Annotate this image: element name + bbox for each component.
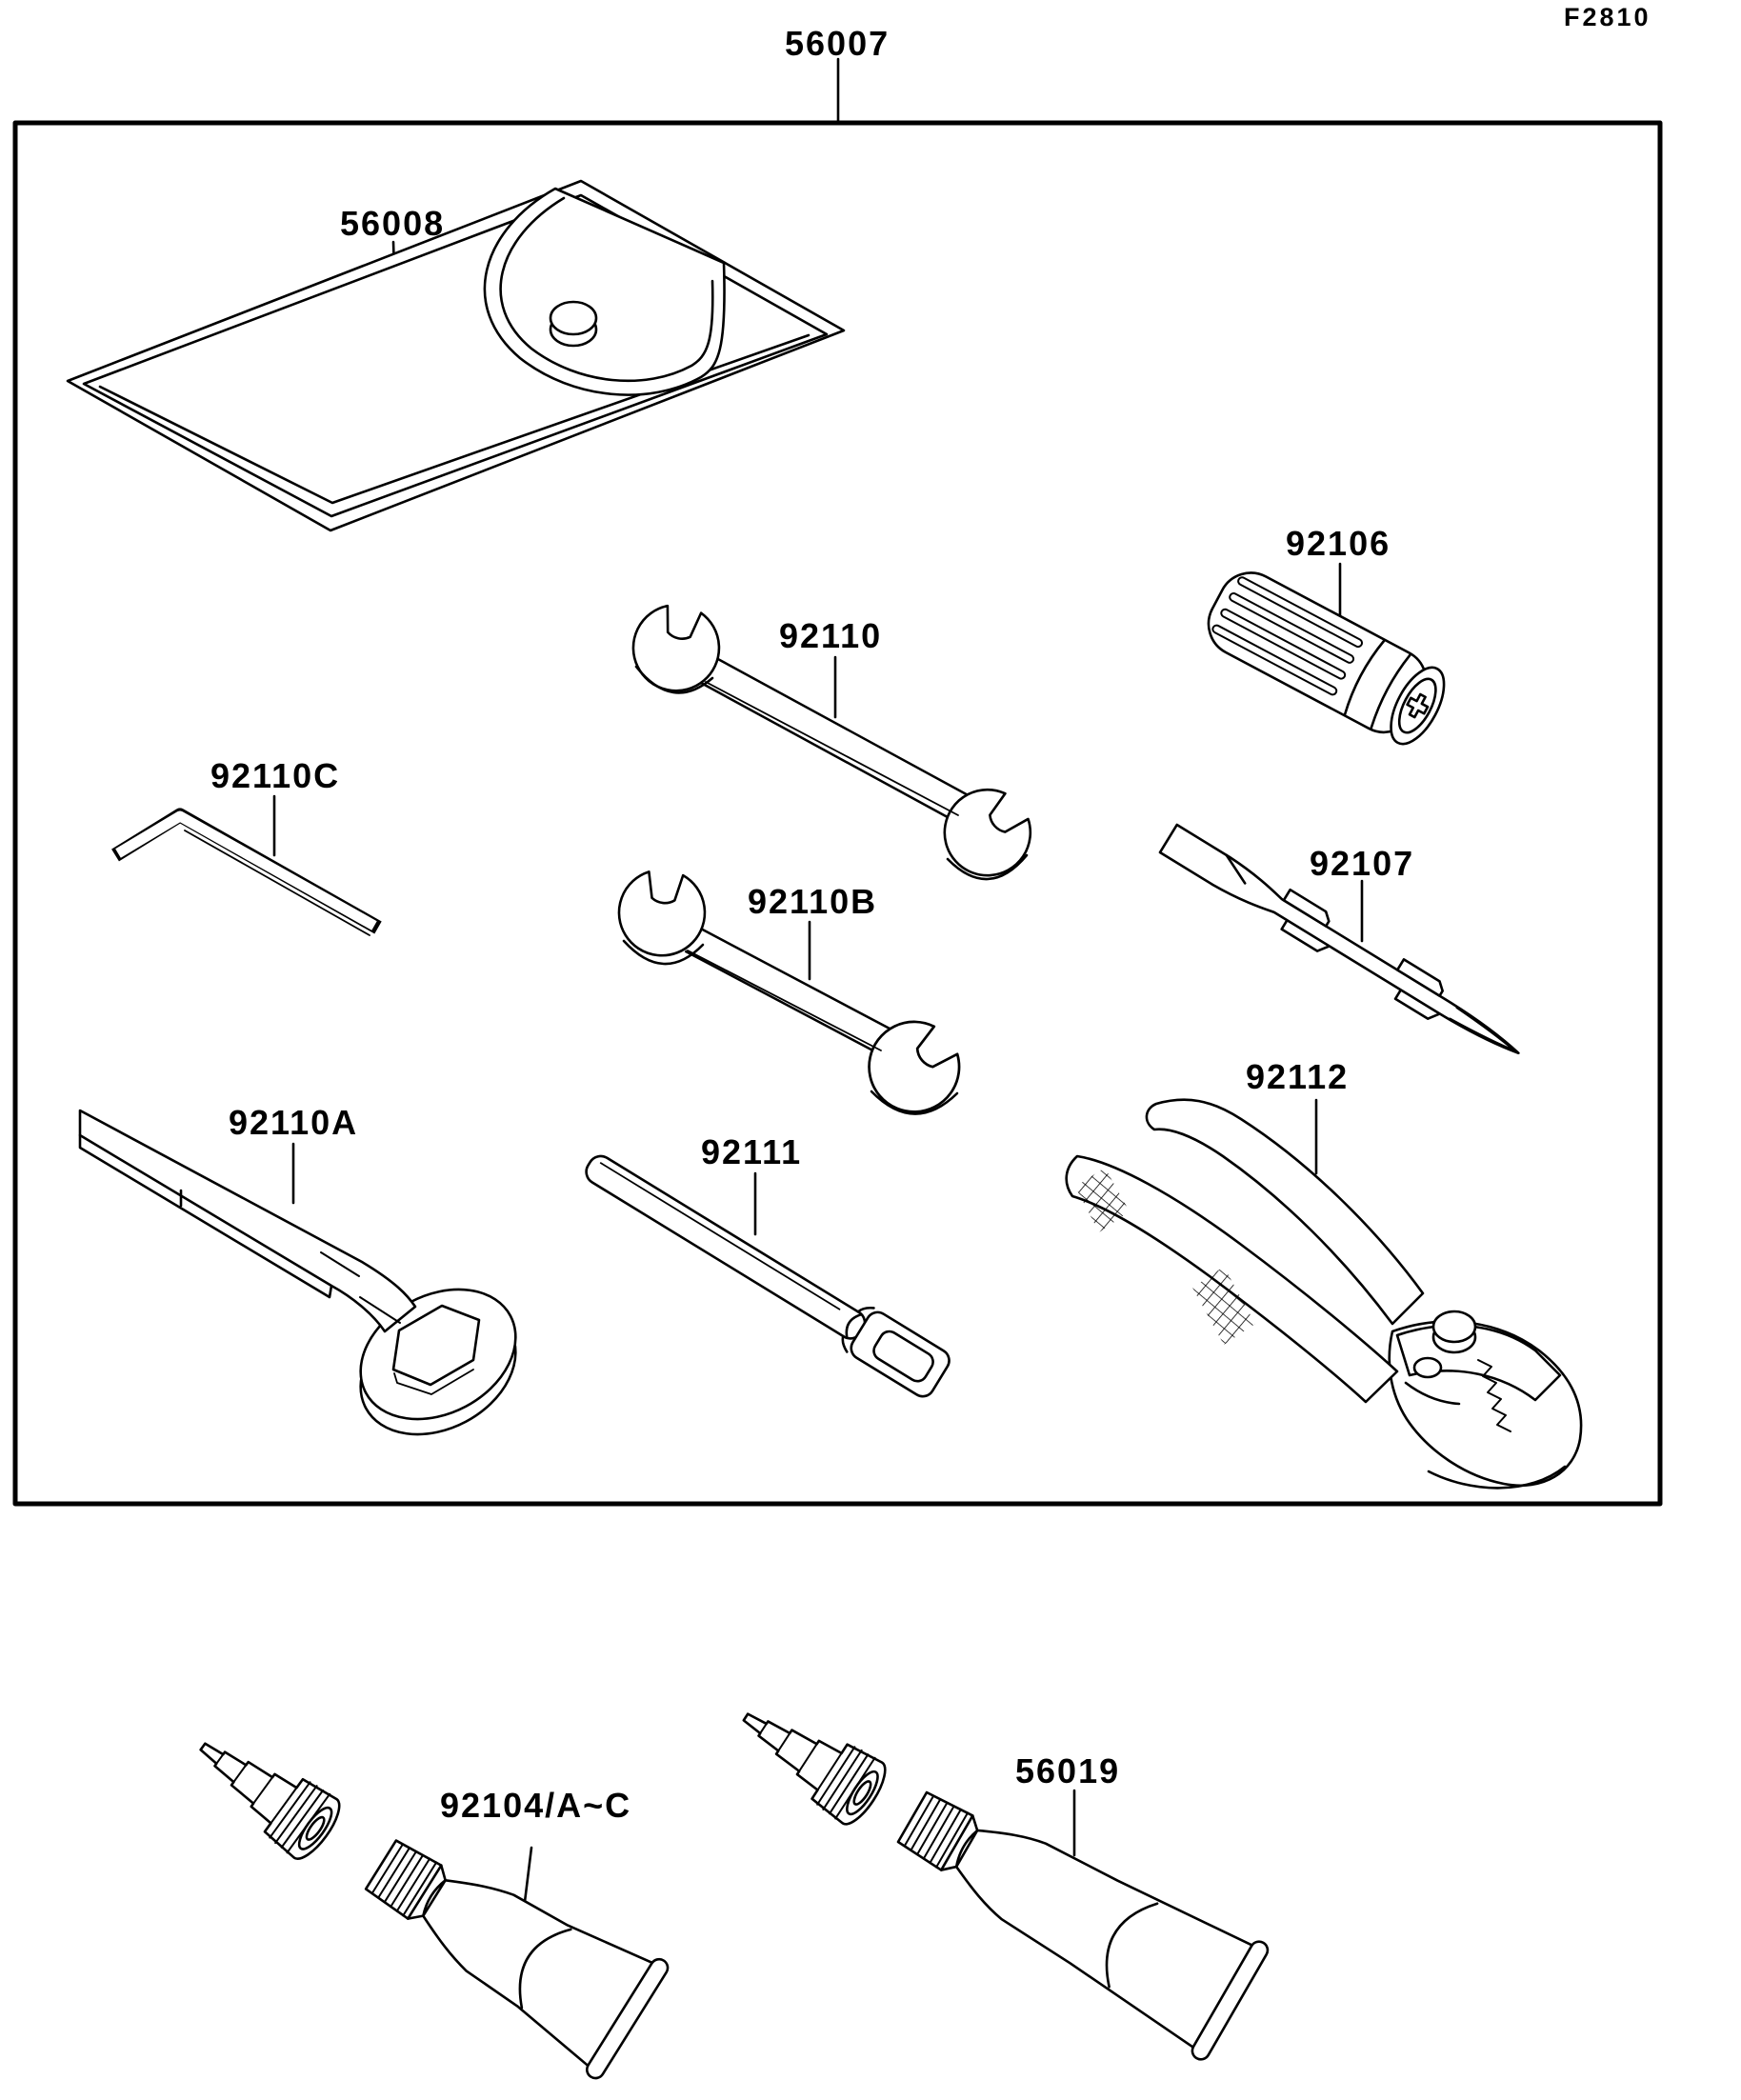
label-screwdriver-bit: 92107 [1310,844,1415,883]
figure-code: F2810 [1564,3,1651,31]
label-tool-bag: 56008 [340,204,446,243]
label-hex-wrench: 92110C [210,756,341,795]
label-open-end-wrench-large: 92110 [779,616,883,655]
tube-sealant-drawing [199,1742,670,2080]
label-slip-joint-pliers: 92112 [1246,1057,1350,1096]
hex-wrench-drawing [111,808,382,936]
open-end-wrench-small-drawing [613,868,976,1132]
screwdriver-grip-drawing [1207,571,1446,746]
open-end-wrench-large-drawing [624,599,1047,895]
box-end-wrench-drawing [78,1109,517,1436]
screwdriver-bit-drawing [1158,823,1520,1055]
label-tube-sealant: 92104/A~C [440,1786,632,1825]
tool-kit-outline-box [12,120,1663,1507]
label-box-end-wrench: 92110A [229,1103,359,1142]
label-tube-grease: 56019 [1015,1751,1121,1790]
tool-bag-drawing [66,179,846,532]
tube-grease-drawing [742,1712,1270,2061]
label-spark-plug-wrench-bar: 92111 [701,1132,803,1171]
slip-joint-pliers-drawing [1065,1098,1583,1490]
label-screwdriver-grip: 92106 [1286,524,1391,563]
label-tool-kit: 56007 [785,24,891,63]
spark-plug-wrench-bar-drawing [585,1154,951,1398]
label-open-end-wrench-small: 92110B [748,882,878,921]
